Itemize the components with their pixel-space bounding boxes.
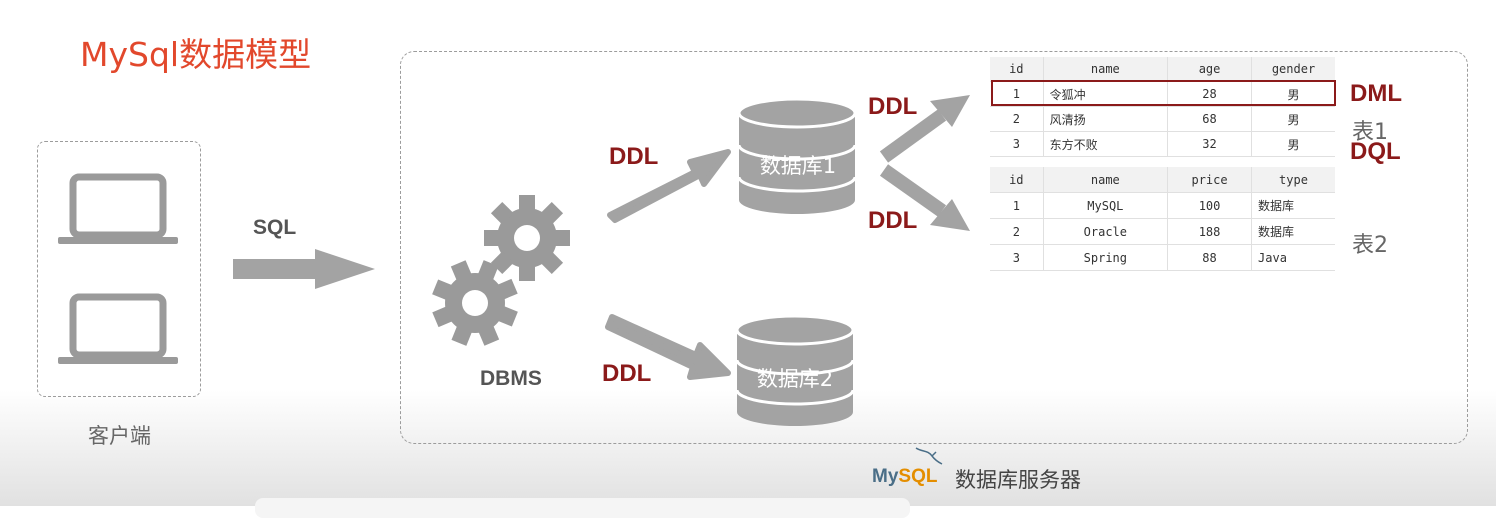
table-cell: 2	[990, 106, 1044, 132]
table-cell: 188	[1167, 218, 1253, 245]
server-box	[400, 51, 1468, 444]
ddl-arrow-down-icon	[605, 314, 731, 380]
sql-arrow-icon	[233, 249, 375, 289]
table-cell: 3	[990, 131, 1044, 157]
table-cell: 2	[990, 218, 1044, 245]
ddl-label: DDL	[868, 207, 918, 234]
table-cell: MySQL	[1043, 192, 1169, 219]
table-2-label: 表2	[1352, 233, 1388, 258]
column-header: id	[990, 167, 1044, 193]
highlight-row-frame	[991, 80, 1336, 106]
mysql-logo: MySQL	[872, 466, 937, 488]
table-cell: 数据库	[1251, 218, 1335, 245]
server-label: 数据库服务器	[955, 468, 1081, 492]
table-row: 1 MySQL 100 数据库	[990, 192, 1335, 219]
table-cell: 男	[1251, 131, 1335, 157]
page-title: MySql数据模型	[80, 35, 312, 74]
table-1-label: 表1	[1352, 120, 1388, 145]
table-cell: 68	[1167, 106, 1253, 132]
database-icon	[737, 97, 857, 214]
table-row: 2 风清扬 68 男	[990, 106, 1335, 132]
split-arrow-icon	[879, 95, 970, 231]
table-cell: 数据库	[1251, 192, 1335, 219]
table-row: 1 令狐冲 28 男	[990, 81, 1335, 107]
table-cell: 风清扬	[1043, 106, 1169, 132]
laptop-icon	[58, 293, 178, 364]
table-row: 3 东方不败 32 男	[990, 131, 1335, 157]
column-header: gender	[1251, 57, 1335, 82]
laptop-icon	[58, 173, 178, 244]
table-1: id name age gender 1 令狐冲 28 男 2 风清扬 68 男…	[990, 57, 1335, 157]
dml-label: DML	[1350, 80, 1402, 107]
database-icon	[735, 314, 855, 426]
column-header: type	[1251, 167, 1335, 193]
column-header: id	[990, 57, 1044, 82]
table-cell: 男	[1251, 106, 1335, 132]
table-header-row: id name price type	[990, 167, 1335, 193]
table-cell: 28	[1167, 81, 1253, 107]
client-label: 客户端	[88, 424, 151, 448]
table-2: id name price type 1 MySQL 100 数据库 2 Ora…	[990, 167, 1335, 271]
client-box	[37, 141, 201, 397]
table-header-row: id name age gender	[990, 57, 1335, 82]
ddl-label: DDL	[602, 360, 652, 387]
column-header: name	[1043, 57, 1169, 82]
table-cell: Spring	[1043, 244, 1169, 271]
table-cell: 令狐冲	[1043, 81, 1169, 107]
ddl-arrow-up-icon	[607, 149, 731, 223]
table-cell: 32	[1167, 131, 1253, 157]
column-header: name	[1043, 167, 1169, 193]
sql-label: SQL	[253, 216, 297, 239]
table-cell: 1	[990, 81, 1044, 107]
table-cell: 100	[1167, 192, 1253, 219]
column-header: age	[1167, 57, 1253, 82]
table-cell: 男	[1251, 81, 1335, 107]
dolphin-logo-icon	[915, 447, 943, 465]
table-row: 2 Oracle 188 数据库	[990, 218, 1335, 245]
table-cell: 1	[990, 192, 1044, 219]
table-row: 3 Spring 88 Java	[990, 244, 1335, 271]
dql-label: DQL	[1350, 138, 1401, 165]
bottom-bar	[255, 498, 910, 518]
mysql-logo-my: My	[872, 466, 899, 487]
table-cell: Oracle	[1043, 218, 1169, 245]
table-cell: 88	[1167, 244, 1253, 271]
column-header: price	[1167, 167, 1253, 193]
database-label: 数据库1	[759, 154, 837, 178]
table-cell: 3	[990, 244, 1044, 271]
mysql-logo-sql: SQL	[898, 466, 938, 487]
ddl-label: DDL	[609, 143, 659, 170]
gears-icon	[432, 195, 570, 346]
dbms-label: DBMS	[480, 367, 542, 390]
table-cell: Java	[1251, 244, 1335, 271]
table-cell: 东方不败	[1043, 131, 1169, 157]
laptops-group	[58, 173, 178, 364]
ddl-label: DDL	[868, 93, 918, 120]
database-label: 数据库2	[756, 367, 834, 391]
